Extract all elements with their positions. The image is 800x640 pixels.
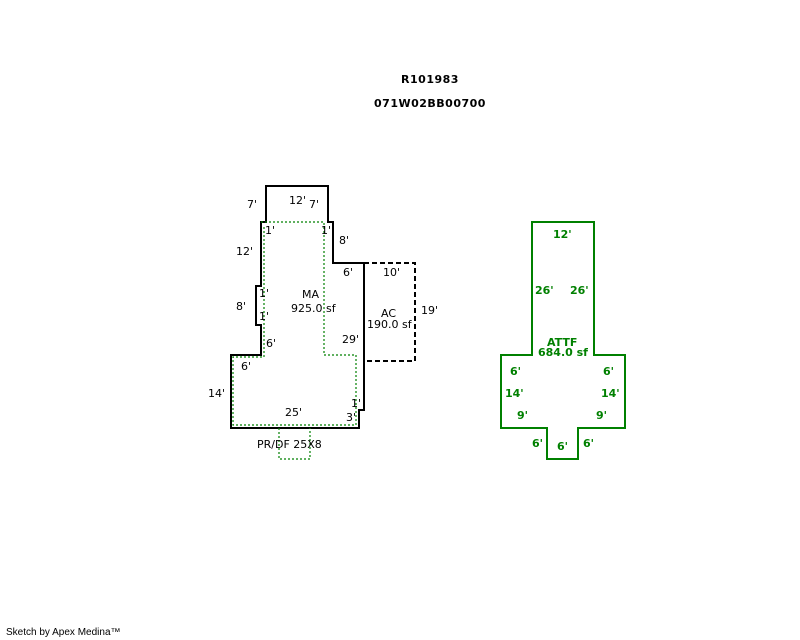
ac-label: AC	[381, 307, 396, 320]
dim-8-right: 8'	[339, 234, 349, 247]
attf-dim-6-bl: 6'	[532, 437, 543, 450]
attf-dim-6-right: 6'	[603, 365, 614, 378]
dim-7-left: 7'	[247, 198, 257, 211]
attf-outline	[500, 221, 626, 460]
dim-6-step: 6'	[241, 360, 251, 373]
ma-label: MA	[302, 288, 319, 301]
ma-area: 925.0 sf	[291, 302, 337, 315]
inner-dotted-outline	[232, 221, 357, 426]
dim-3: 3'	[346, 411, 356, 424]
map-number: 071W02BB00700	[374, 97, 486, 110]
dim-7-right: 7'	[309, 198, 319, 211]
deck-label: PR/DF 25X8	[257, 438, 322, 451]
dim-1-c: 1'	[259, 287, 269, 300]
parcel-id: R101983	[401, 73, 459, 86]
attf-dim-14-left: 14'	[505, 387, 524, 400]
attf-dim-6-br: 6'	[583, 437, 594, 450]
dim-1-b: 1'	[321, 224, 331, 237]
ac-outline	[364, 262, 416, 362]
dim-1-d: 1'	[259, 310, 269, 323]
deck-outline	[278, 428, 311, 460]
ac-area: 190.0 sf	[367, 318, 413, 331]
attf-dim-top: 12'	[553, 228, 572, 241]
dim-12-left: 12'	[236, 245, 253, 258]
attf-dim-9-right: 9'	[596, 409, 607, 422]
dim-25: 25'	[285, 406, 302, 419]
dim-29: 29'	[342, 333, 359, 346]
attf-dim-26-left: 26'	[535, 284, 554, 297]
attf-label: ATTF	[547, 336, 577, 349]
dim-10-ac: 10'	[383, 266, 400, 279]
dim-14: 14'	[208, 387, 225, 400]
attf-dim-9-left: 9'	[517, 409, 528, 422]
attf-dim-14-right: 14'	[601, 387, 620, 400]
dim-1-e: 1'	[351, 397, 361, 410]
dim-1-a: 1'	[265, 224, 275, 237]
dim-19: 19'	[421, 304, 438, 317]
footer-credit: Sketch by Apex Medina™	[6, 627, 121, 638]
ma-outline	[230, 185, 365, 429]
attf-dim-6-left: 6'	[510, 365, 521, 378]
attf-dim-6-bottom: 6'	[557, 440, 568, 453]
dim-8-left: 8'	[236, 300, 246, 313]
attf-area: 684.0 sf	[538, 346, 588, 359]
dim-12-top: 12'	[289, 194, 306, 207]
dim-6-ac: 6'	[343, 266, 353, 279]
attf-dim-26-right: 26'	[570, 284, 589, 297]
dim-6-inner: 6'	[266, 337, 276, 350]
